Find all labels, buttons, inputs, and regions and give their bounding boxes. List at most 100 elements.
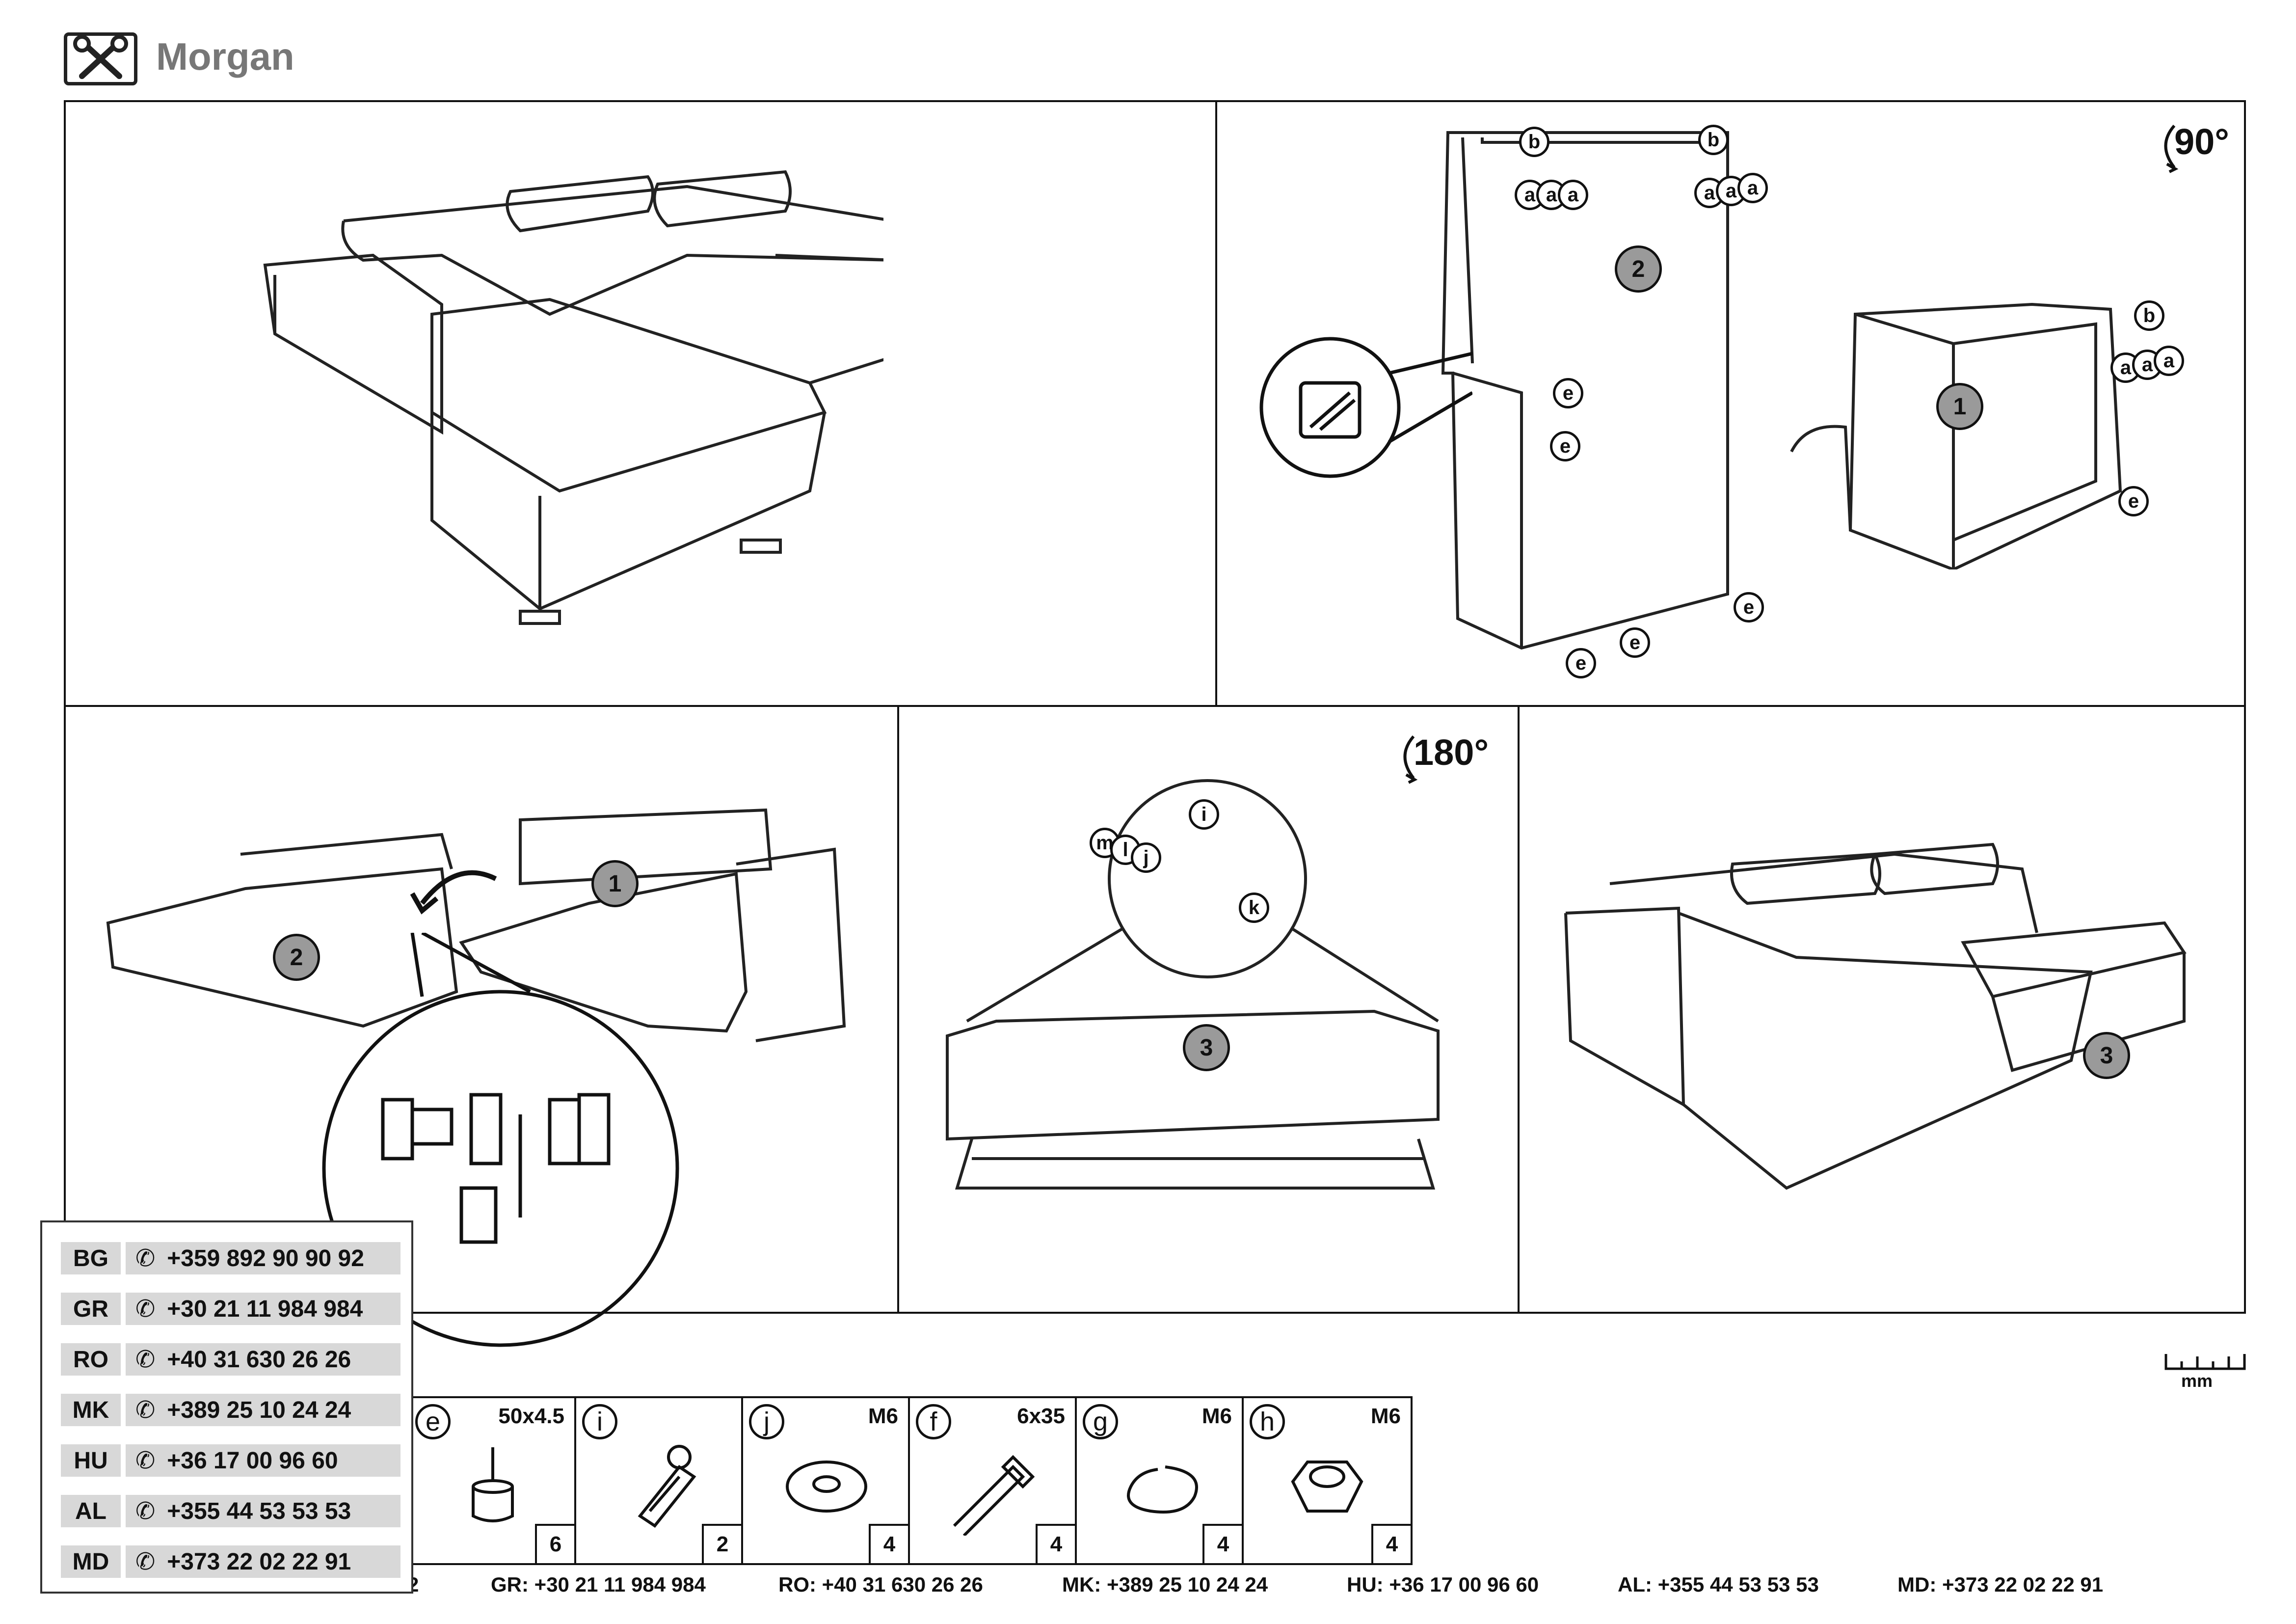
footer-contact-ro: RO: +40 31 630 26 26	[778, 1573, 983, 1596]
part-size: 6x35	[1017, 1404, 1065, 1428]
part-cell: g M6 4	[1077, 1398, 1244, 1563]
marker-1: 1	[1936, 383, 1983, 430]
phone-icon: ✆	[135, 1397, 156, 1423]
marker-e: e	[1620, 627, 1650, 658]
bracket-detail-callout	[322, 933, 679, 1347]
foot-icon	[472, 1447, 514, 1522]
sofa-illustration	[263, 170, 883, 625]
marker-a: a	[2154, 346, 2184, 376]
phone-number: ✆+359 892 90 90 92	[126, 1242, 400, 1274]
phone-icon: ✆	[135, 1347, 156, 1373]
marker-3: 3	[2083, 1032, 2130, 1079]
part-cell: j M6 4	[743, 1398, 910, 1563]
parts-table: e 50x4.5 6 i 2 j M6 4 f 6x35 4 g M6	[407, 1396, 1413, 1565]
panel-step-final	[1518, 705, 2246, 1314]
tools-icon	[64, 32, 137, 85]
country-code: HU	[61, 1444, 121, 1477]
washer-icon	[786, 1461, 867, 1513]
marker-i: i	[1189, 799, 1219, 830]
marker-e: e	[2118, 486, 2149, 516]
marker-1: 1	[591, 860, 639, 907]
seat-frame-illustration	[1790, 302, 2122, 569]
phone-icon: ✆	[135, 1448, 156, 1474]
marker-e: e	[1566, 648, 1596, 678]
part-qty: 4	[1371, 1524, 1411, 1563]
part-qty: 4	[869, 1524, 908, 1563]
marker-b: b	[1519, 127, 1549, 157]
footer-contact-md: MD: +373 22 02 22 91	[1897, 1573, 2104, 1596]
country-code: GR	[61, 1293, 121, 1325]
rotate-arrow-icon	[2164, 125, 2179, 173]
part-letter: e	[415, 1404, 451, 1439]
backrest-panel-illustration	[1441, 131, 1729, 650]
marker-2: 2	[1615, 245, 1662, 293]
footer-contact-mk: MK: +389 25 10 24 24	[1062, 1573, 1268, 1596]
screw-detail-callout	[1259, 337, 1472, 478]
phone-number: ✆+40 31 630 26 26	[126, 1343, 400, 1376]
marker-a: a	[1558, 180, 1588, 210]
phone-number: ✆+389 25 10 24 24	[126, 1394, 400, 1426]
rotate-90-label: 90°	[2174, 121, 2229, 162]
contact-row: GR ✆+30 21 11 984 984	[61, 1293, 400, 1325]
sofa-final-illustration	[1564, 842, 2187, 1190]
ruler-icon: mm	[2163, 1349, 2247, 1391]
part-qty: 4	[1202, 1524, 1242, 1563]
part-letter: f	[916, 1404, 951, 1439]
part-cell: e 50x4.5 6	[409, 1398, 576, 1563]
part-letter: g	[1083, 1404, 1118, 1439]
part-size: M6	[868, 1404, 898, 1428]
country-code: MK	[61, 1394, 121, 1426]
rotate-180-label: 180°	[1414, 732, 1489, 773]
country-code: BG	[61, 1242, 121, 1274]
contact-box: BG ✆+359 892 90 90 92 GR ✆+30 21 11 984 …	[40, 1220, 413, 1594]
phone-icon: ✆	[135, 1296, 156, 1322]
part-qty: 6	[535, 1524, 574, 1563]
marker-j: j	[1131, 842, 1161, 873]
footer-contact-gr: GR: +30 21 11 984 984	[491, 1573, 706, 1596]
part-size: M6	[1370, 1404, 1401, 1428]
marker-a: a	[1737, 173, 1768, 203]
part-size: M6	[1201, 1404, 1232, 1428]
contact-row: AL ✆+355 44 53 53 53	[61, 1495, 400, 1527]
bracket-icon	[638, 1445, 696, 1528]
phone-number: ✆+355 44 53 53 53	[126, 1495, 400, 1527]
ruler-unit: mm	[2181, 1371, 2213, 1391]
part-cell: h M6 4	[1244, 1398, 1411, 1563]
rotate-arrow-icon	[1403, 735, 1418, 784]
drawer-illustration	[946, 779, 1440, 1190]
part-letter: j	[749, 1404, 784, 1439]
phone-icon: ✆	[135, 1549, 156, 1575]
country-code: RO	[61, 1343, 121, 1376]
nut-icon	[1291, 1461, 1363, 1513]
part-qty: 2	[702, 1524, 741, 1563]
marker-e: e	[1550, 431, 1580, 461]
part-letter: i	[582, 1404, 617, 1439]
marker-k: k	[1239, 893, 1269, 923]
country-code: AL	[61, 1495, 121, 1527]
spring-washer-icon	[1127, 1465, 1198, 1514]
phone-icon: ✆	[135, 1245, 156, 1272]
phone-number: ✆+373 22 02 22 91	[126, 1545, 400, 1578]
marker-3: 3	[1183, 1024, 1230, 1071]
marker-b: b	[2134, 300, 2164, 331]
footer-contact-hu: HU: +36 17 00 96 60	[1347, 1573, 1539, 1596]
bolt-icon	[953, 1455, 1035, 1536]
phone-icon: ✆	[135, 1498, 156, 1524]
marker-e: e	[1734, 592, 1764, 623]
country-code: MD	[61, 1545, 121, 1578]
contact-row: MD ✆+373 22 02 22 91	[61, 1545, 400, 1578]
footer-contact-al: AL: +355 44 53 53 53	[1618, 1573, 1819, 1596]
contact-row: MK ✆+389 25 10 24 24	[61, 1394, 400, 1426]
curved-arrow-icon	[410, 870, 497, 915]
phone-number: ✆+36 17 00 96 60	[126, 1444, 400, 1477]
part-size: 50x4.5	[498, 1404, 564, 1428]
contact-row: BG ✆+359 892 90 90 92	[61, 1242, 400, 1274]
phone-number: ✆+30 21 11 984 984	[126, 1293, 400, 1325]
marker-2: 2	[273, 934, 320, 981]
contact-row: HU ✆+36 17 00 96 60	[61, 1444, 400, 1477]
part-cell: f 6x35 4	[910, 1398, 1077, 1563]
marker-e: e	[1553, 378, 1583, 408]
part-qty: 4	[1036, 1524, 1075, 1563]
part-cell: i 2	[576, 1398, 743, 1563]
page-title: Morgan	[156, 35, 294, 78]
